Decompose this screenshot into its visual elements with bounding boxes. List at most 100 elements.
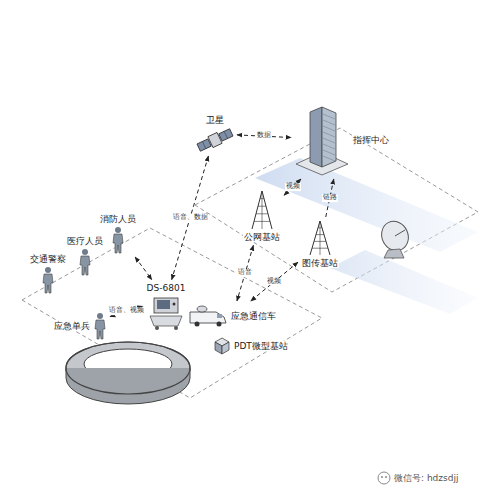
- tower-mast: [262, 191, 263, 229]
- labelled-icon: PDT微型基站: [213, 337, 289, 355]
- van-icon: [190, 306, 226, 327]
- wechat-dot: [381, 476, 383, 478]
- node-label: 消防人员: [99, 214, 137, 224]
- cart-body: [150, 316, 182, 326]
- icon: [294, 104, 350, 176]
- device-knob: [173, 303, 176, 306]
- labelled-icon: 公网基站: [243, 190, 281, 242]
- window-row: [323, 138, 335, 143]
- window-row: [323, 132, 335, 137]
- device-screen: [157, 300, 170, 309]
- link-label: 语音、视频: [108, 308, 145, 316]
- node-label: 卫星: [205, 115, 225, 125]
- cart: [150, 316, 182, 330]
- person-icon: [80, 249, 90, 275]
- roof-dish: [197, 306, 207, 312]
- node-label: PDT微型基站: [233, 341, 289, 351]
- link-label: 视频: [285, 183, 301, 191]
- building-icon: [296, 107, 348, 175]
- node-label: 交通警察: [29, 254, 67, 264]
- icon: [213, 337, 231, 355]
- panel-line: [202, 141, 205, 148]
- labelled-icon: 应急通信车: [188, 304, 277, 328]
- panel-line: [224, 131, 227, 138]
- van-body: [190, 312, 226, 323]
- node-label: 医疗人员: [66, 236, 104, 246]
- satellite-icon: [196, 127, 234, 153]
- tower-icon: [252, 191, 272, 229]
- wechat-icon: [378, 472, 390, 484]
- van-window: [217, 314, 222, 318]
- window-row: [323, 150, 335, 155]
- labelled-icon: DS-6801: [146, 283, 187, 315]
- dashed-link: [135, 257, 152, 280]
- person-head: [45, 267, 51, 273]
- satellite-dish: [377, 217, 413, 258]
- window-row: [323, 144, 335, 149]
- window-row: [323, 114, 335, 119]
- person-head: [97, 313, 103, 319]
- cart-wheel: [155, 326, 159, 330]
- stadium-rim: [66, 342, 190, 394]
- icon: [196, 127, 234, 153]
- labelled-icon: 交通警察: [29, 254, 67, 294]
- icon: [93, 312, 107, 340]
- ground-band: [330, 250, 478, 314]
- tower-leg: [310, 221, 330, 255]
- person-icon: [95, 313, 105, 339]
- link-label: 链路: [322, 194, 338, 202]
- icon: [78, 248, 92, 276]
- region-outline: [195, 128, 478, 292]
- icon: [152, 295, 180, 315]
- cart-wheel: [174, 326, 178, 330]
- device-icon: [154, 298, 178, 313]
- dashed-link: [237, 245, 253, 301]
- node-label: 应急通信车: [230, 311, 277, 321]
- person-icon: [43, 267, 53, 293]
- dish-feed: [395, 230, 405, 236]
- node-label: 指挥中心: [352, 135, 390, 145]
- building-face: [322, 107, 336, 167]
- person-body: [113, 234, 123, 253]
- labelled-icon: 应急单兵: [53, 312, 107, 340]
- tower-icon: [310, 221, 330, 255]
- window-row: [323, 126, 335, 131]
- person-body: [95, 320, 105, 339]
- stadium: [66, 342, 190, 404]
- window-row: [323, 156, 335, 161]
- wechat-dot: [385, 476, 387, 478]
- labelled-icon: 消防人员: [99, 214, 137, 254]
- link-label: 数据: [256, 132, 272, 140]
- node-label: 图传基站: [301, 258, 339, 268]
- tower-mast: [320, 221, 321, 255]
- node-label: 应急单兵: [53, 321, 91, 331]
- person-body: [80, 256, 90, 275]
- person-head: [115, 227, 121, 233]
- van-wheel: [217, 322, 222, 327]
- dashed-link: [284, 179, 301, 195]
- ground-band: [255, 158, 478, 252]
- solar-panel: [219, 129, 233, 141]
- cube-side: [215, 342, 222, 354]
- labelled-icon: 卫星: [196, 115, 234, 153]
- watermark: 微信号: hdzsdjj: [394, 472, 458, 485]
- window-row: [323, 120, 335, 125]
- dashed-link: [172, 156, 209, 280]
- device-case: [154, 298, 178, 313]
- node-label: 公网基站: [243, 232, 281, 242]
- labelled-icon: 医疗人员: [66, 236, 104, 276]
- satellite-body: [208, 132, 222, 147]
- wechat-bubble: [378, 472, 390, 484]
- cube-icon: [215, 338, 229, 354]
- labelled-icon: 图传基站: [301, 220, 339, 268]
- icon: [111, 226, 125, 254]
- building-face: [310, 107, 322, 167]
- node-label: DS-6801: [146, 283, 187, 293]
- person-head: [82, 249, 88, 255]
- icon: [188, 304, 228, 328]
- tower-leg: [252, 191, 272, 229]
- icon: [308, 220, 332, 256]
- solar-panel: [197, 139, 211, 151]
